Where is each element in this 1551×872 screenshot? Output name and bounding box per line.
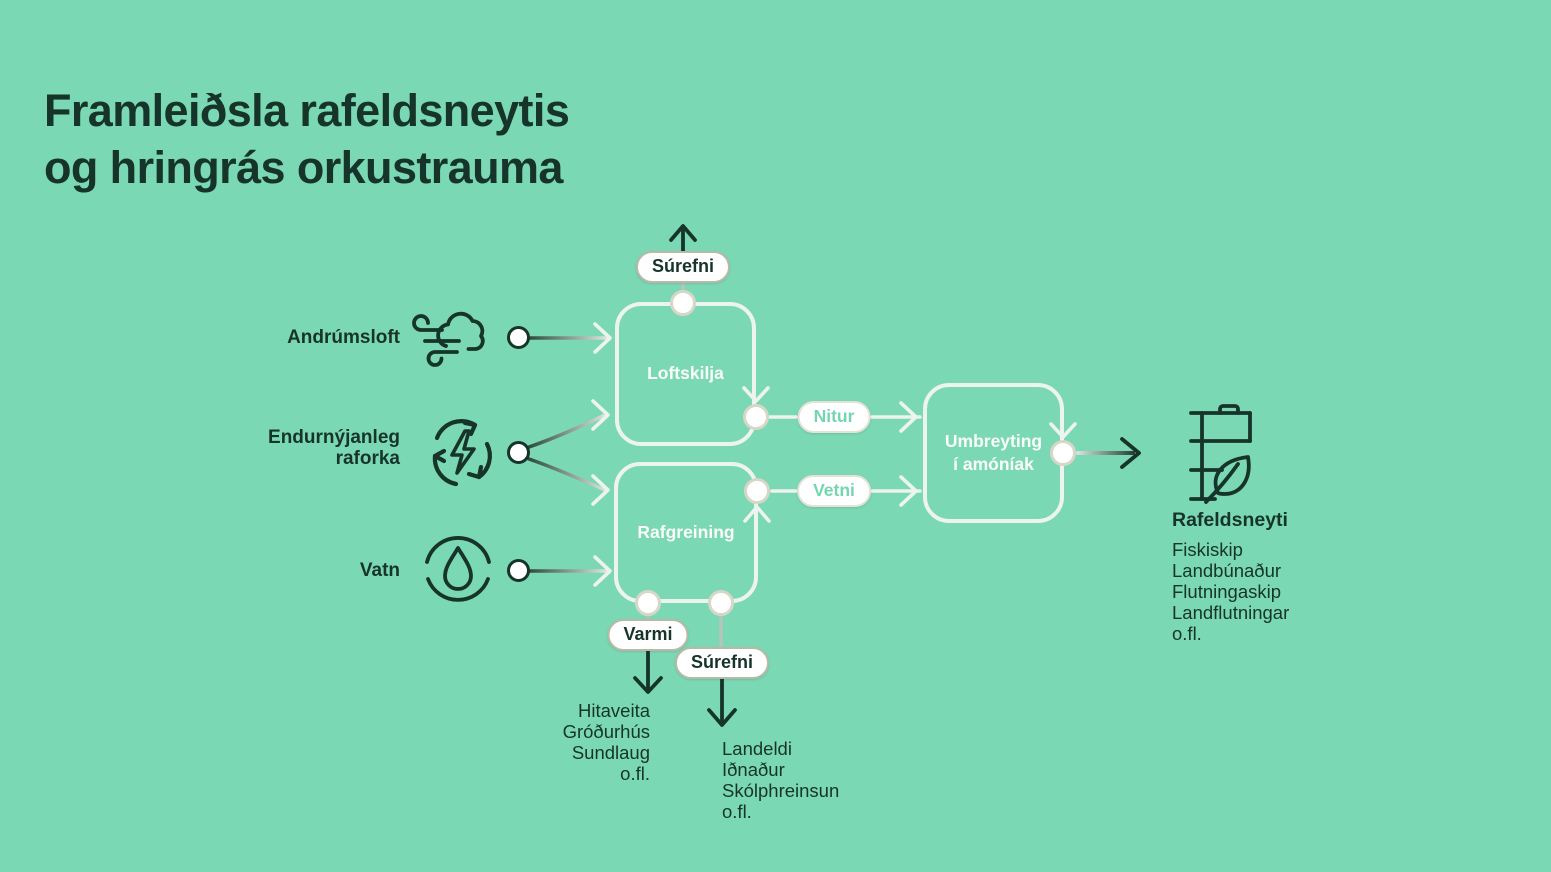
- list-item: Flutningaskip: [1172, 580, 1282, 602]
- node-andrumsloft: [507, 326, 530, 349]
- list-item: o.fl.: [620, 762, 650, 784]
- list-item: Landeldi: [722, 738, 792, 759]
- arrowhead-right-icon: [899, 475, 918, 507]
- pill-surefni-top: Súrefni: [635, 251, 731, 283]
- arrowhead-down-icon: [633, 676, 663, 694]
- vatn-flow-arrow: [528, 555, 612, 587]
- surefni-bottom-output-arrow: [707, 613, 737, 727]
- fuel-barrel-leaf-icon: [1170, 402, 1262, 504]
- nitur-flow-arrow: [768, 401, 922, 433]
- list-item: Landflutningar: [1172, 601, 1290, 623]
- wind-cloud-icon: [408, 306, 502, 368]
- node-rafgreining-surefni: [708, 590, 734, 616]
- pill-vetni: Vetni: [797, 475, 871, 507]
- pill-surefni-bottom: Súrefni: [674, 647, 770, 679]
- vetni-flow-arrow: [770, 475, 922, 507]
- node-loftskilja-surefni: [670, 290, 696, 316]
- pill-varmi: Varmi: [607, 619, 689, 651]
- input-label-vatn: Vatn: [359, 560, 400, 581]
- water-drop-icon: [421, 533, 495, 607]
- arrowhead-right-icon: [899, 401, 918, 433]
- list-item: Gróðurhús: [562, 720, 650, 742]
- rafeldsneyti-list: Fiskiskip Landbúnaður Flutningaskip Land…: [1172, 539, 1290, 644]
- page-title: Framleiðsla rafeldsneytis og hringrás or…: [44, 85, 570, 194]
- process-box-label: Loftskilja: [647, 363, 724, 384]
- recycle-energy-icon: [421, 410, 501, 496]
- node-rafgreining-vetni: [744, 478, 770, 504]
- input-label-raforka: Endurnýjanleg raforka: [268, 427, 400, 470]
- arrowhead-up-icon: [669, 224, 697, 242]
- node-vatn: [507, 559, 530, 582]
- pill-nitur: Nitur: [797, 401, 871, 433]
- arrowhead-right-icon: [593, 322, 612, 354]
- list-item: Landbúnaður: [1172, 559, 1282, 581]
- node-raforka: [507, 441, 530, 464]
- raforka-branch-arrows: [527, 399, 610, 506]
- arrowhead-right-icon: [1120, 437, 1141, 469]
- surefni-destinations-list: Landeldi Iðnaður Skólphreinsun o.fl.: [722, 738, 840, 823]
- loftskilja-internal-arrowhead-down-icon: [742, 386, 770, 403]
- node-umbreyting-output: [1050, 440, 1076, 466]
- arrowhead-right-icon: [591, 399, 610, 431]
- arrowhead-down-icon: [707, 708, 737, 727]
- umbreyting-internal-arrowhead-down-icon: [1049, 422, 1077, 439]
- varmi-destinations-list: Hitaveita Gróðurhús Sundlaug o.fl.: [562, 700, 650, 785]
- rafgreining-internal-arrowhead-up-icon: [743, 505, 771, 523]
- list-item: Fiskiskip: [1172, 539, 1243, 560]
- product-output-arrow: [1076, 437, 1141, 469]
- arrowhead-right-icon: [591, 474, 610, 506]
- rafeldsneyti-title: Rafeldsneyti: [1172, 509, 1288, 531]
- flow-curve: [527, 457, 607, 492]
- node-rafgreining-varmi: [635, 590, 661, 616]
- list-item: Hitaveita: [578, 700, 650, 721]
- list-item: o.fl.: [722, 800, 752, 822]
- list-item: Skólphreinsun: [722, 779, 840, 801]
- list-item: o.fl.: [1172, 622, 1202, 644]
- node-loftskilja-nitur: [743, 404, 769, 430]
- rafeldsneyti-block: Rafeldsneyti Fiskiskip Landbúnaður Flutn…: [1172, 509, 1289, 644]
- input-label-andrumsloft: Andrúmsloft: [287, 327, 400, 348]
- process-box-label: Rafgreining: [637, 521, 735, 542]
- arrowhead-right-icon: [593, 555, 612, 587]
- list-item: Iðnaður: [722, 758, 785, 780]
- process-box-label: Umbreyting í amóníak: [944, 430, 1043, 474]
- flow-curve: [527, 413, 607, 449]
- andrumsloft-flow-arrow: [528, 322, 612, 354]
- process-box-rafgreining: Rafgreining: [614, 462, 758, 603]
- list-item: Sundlaug: [571, 741, 650, 763]
